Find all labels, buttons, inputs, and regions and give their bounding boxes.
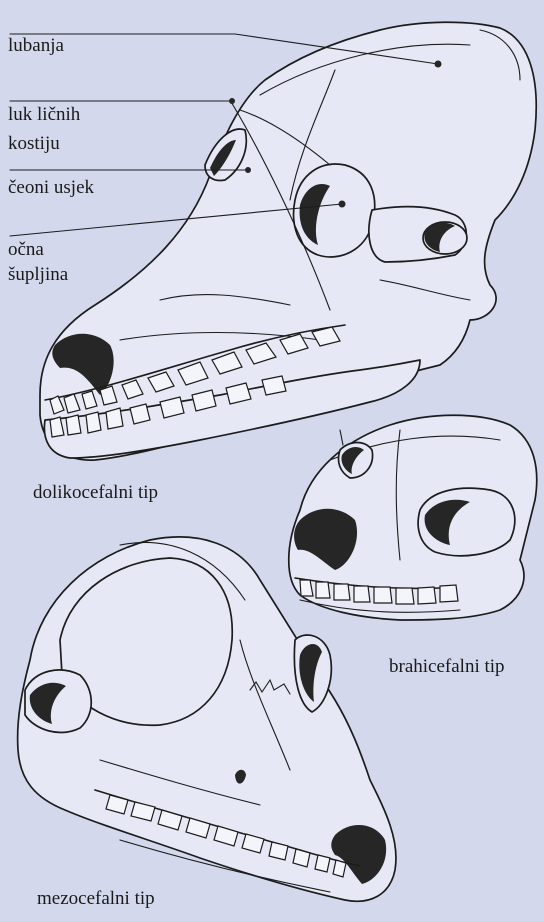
dolichocephalic-skull-drawing [40, 22, 536, 460]
caption-mesocephalic: mezocefalni tip [37, 887, 155, 910]
caption-dolichocephalic: dolikocefalni tip [33, 481, 158, 504]
label-zygomatic-arch-line2: kostiju [8, 132, 60, 155]
label-zygomatic-arch-line1: luk ličnih [8, 103, 80, 126]
label-frontal-notch: čeoni usjek [8, 176, 94, 199]
caption-brachycephalic: brahicefalni tip [389, 655, 505, 678]
label-orbit-line2: šupljina [8, 263, 68, 286]
label-orbit-line1: očna [8, 238, 44, 261]
brachycephalic-skull-drawing [289, 415, 537, 620]
label-skull: lubanja [8, 34, 64, 57]
